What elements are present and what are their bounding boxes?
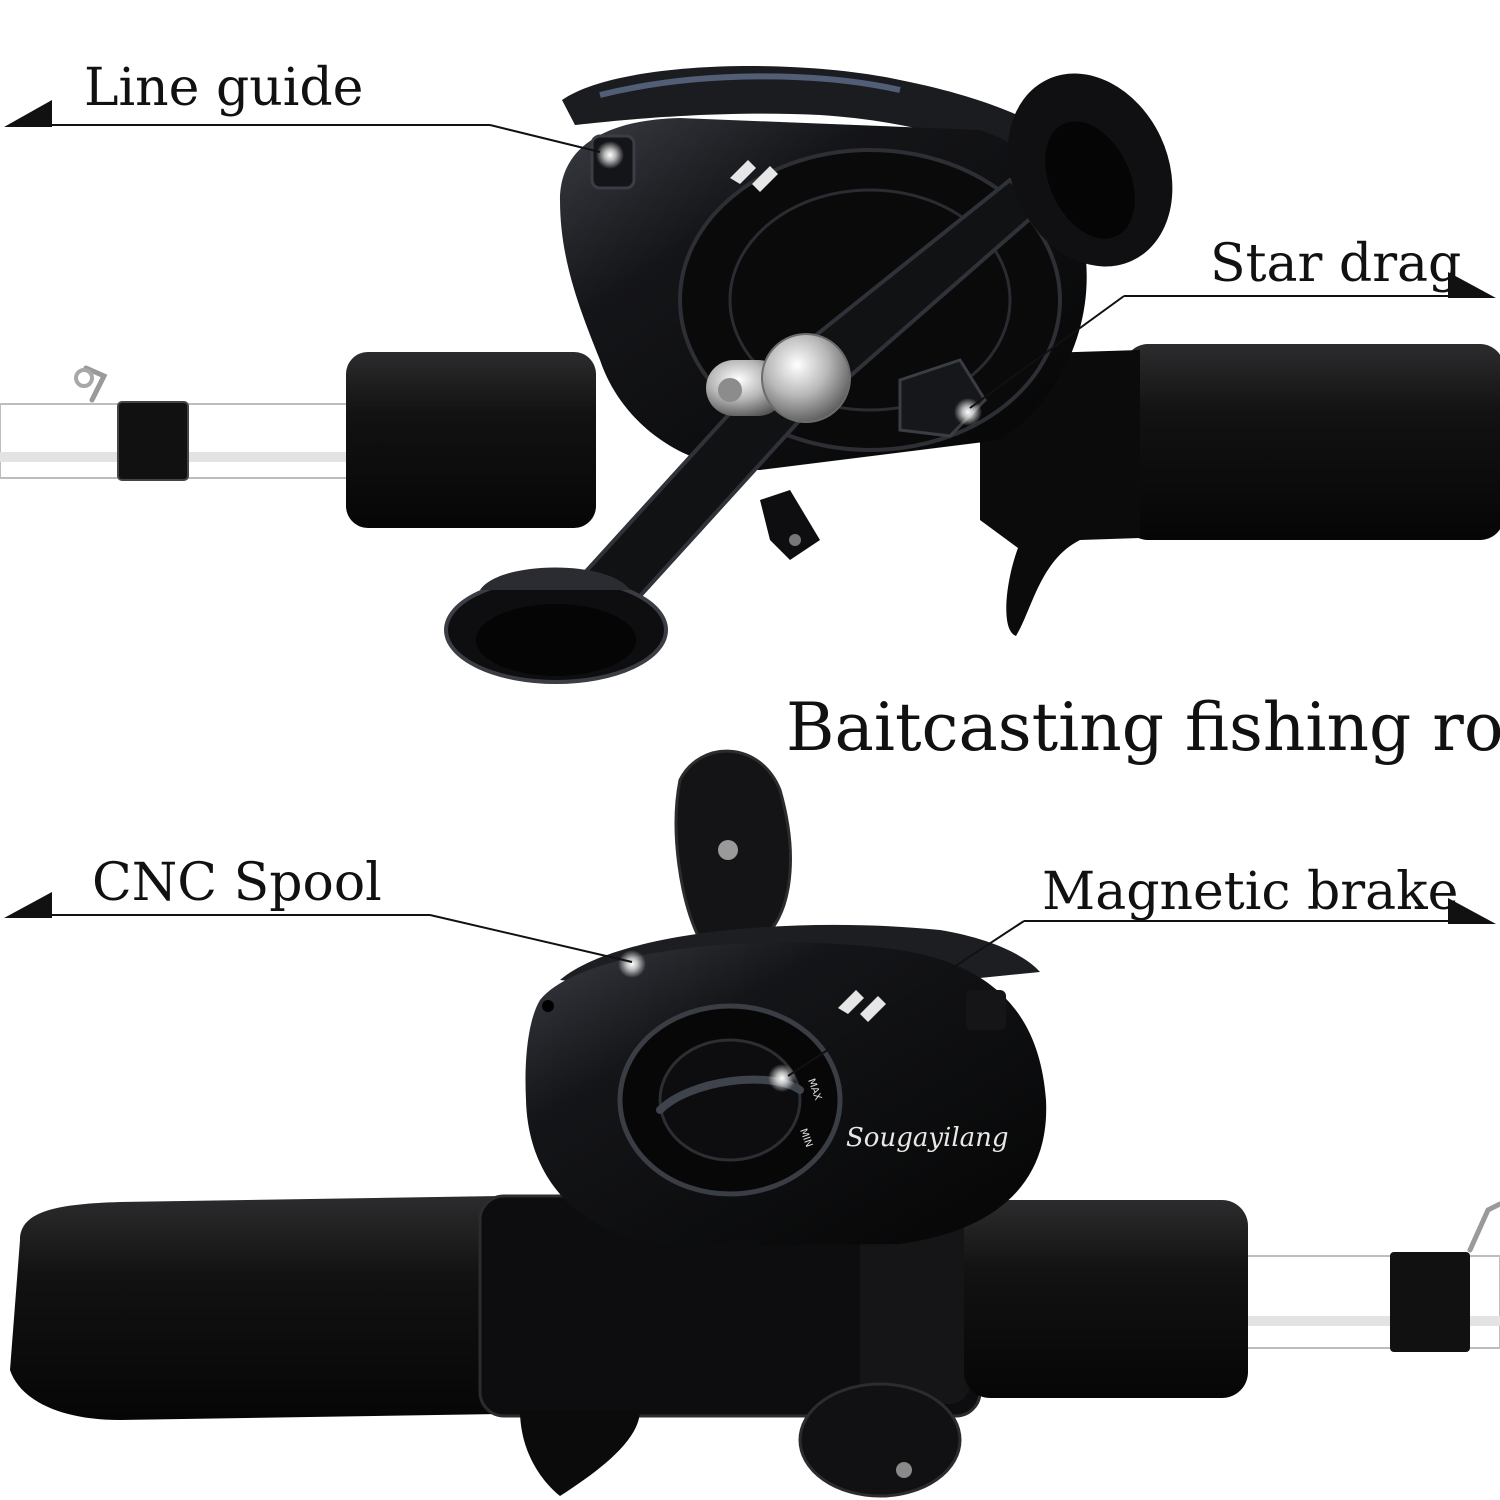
brand-mark-icon <box>730 160 778 192</box>
handle-knob-lower <box>798 1382 962 1498</box>
rear-grip <box>1124 344 1500 540</box>
callout-label-magnetic-brake: Magnetic brake <box>1042 862 1459 922</box>
callout-line-guide <box>4 100 601 153</box>
callout-label-cnc-spool: CNC Spool <box>92 853 382 913</box>
callout-label-star-drag: Star drag <box>1210 234 1462 294</box>
callout-magnetic-brake <box>787 898 1496 1077</box>
rod-guide <box>74 365 108 403</box>
handle-nut <box>706 333 851 423</box>
handle-knob-upper <box>674 749 792 942</box>
top-reel <box>444 66 1173 684</box>
rear-grip <box>10 1196 500 1420</box>
fore-grip <box>964 1200 1248 1398</box>
rod-guide <box>1467 1201 1500 1253</box>
arrow-right-icon <box>1448 272 1496 298</box>
rod-wrap <box>118 402 188 480</box>
brand-mark-icon <box>838 990 886 1022</box>
brand-logo-text: Sougayilang <box>846 1123 1009 1153</box>
handle-knob-lower <box>444 567 668 684</box>
arrow-right-icon <box>1448 898 1496 924</box>
bottom-rod <box>10 1194 1500 1498</box>
trigger <box>520 1410 640 1496</box>
callout-label-line-guide: Line guide <box>84 58 364 118</box>
magnetic-brake-dial: MAX MIN <box>617 1003 843 1197</box>
arrow-left-icon <box>4 892 52 918</box>
page-title: Baitcasting fishing rod <box>786 689 1500 766</box>
rod-blank <box>0 403 381 479</box>
callout-cnc-spool <box>4 892 633 963</box>
handle-knob-upper <box>1007 73 1173 267</box>
rod-wrap <box>1390 1252 1470 1352</box>
bottom-reel: MAX MIN Sougayilang <box>525 749 1047 1246</box>
fore-grip <box>346 352 596 528</box>
thumb-bar <box>562 66 1080 170</box>
arrow-left-icon <box>4 100 52 127</box>
callout-star-drag <box>969 272 1496 409</box>
